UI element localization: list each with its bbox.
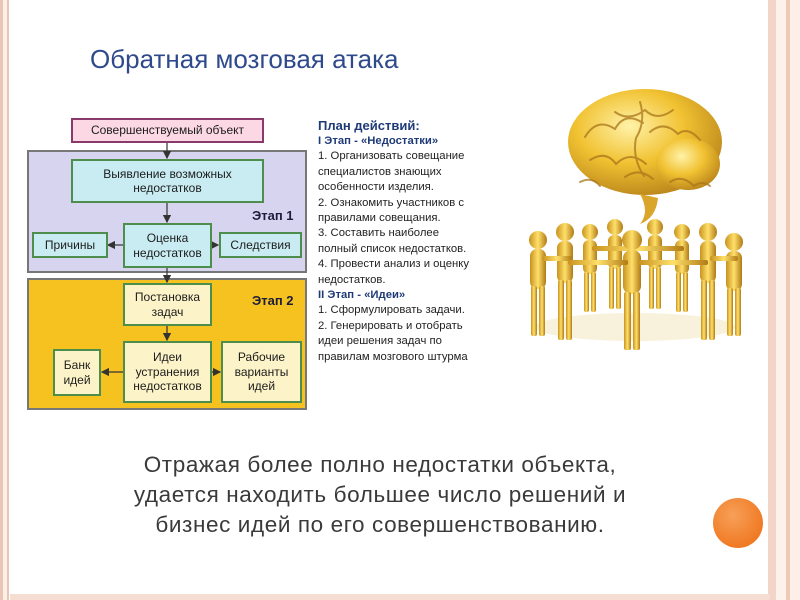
golden-brain-icon [568,89,722,224]
box-elimination-ideas: Идеи устранения недостатков [123,341,212,403]
plan-stage1-item: 4. Провести анализ и оценку недостатков. [318,258,470,286]
slide-title: Обратная мозговая атака [90,44,399,74]
box-improved-object: Совершенствуемый объект [71,118,264,143]
slide-frame-right [764,0,800,600]
box-task-statement: Постановка задач [123,283,212,326]
plan-stage2-title: II Этап - «Идеи» [318,289,406,302]
plan-stage1-item: 1. Организовать совещание специалистов з… [318,150,465,194]
plan-stage2-item: 1. Сформулировать задачи. [318,304,465,317]
stage1-label: Этап 1 [252,208,294,223]
decorative-orange-circle-icon [713,498,763,548]
box-idea-bank: Банк идей [53,349,101,396]
box-evaluate-shortcomings: Оценка недостатков [123,223,212,268]
slide-frame-bottom [10,594,770,600]
box-effects: Следствия [219,232,302,258]
plan-stage1-title: I Этап - «Недостатки» [318,135,439,147]
plan-stage2-item: 2. Генерировать и отобрать идеи решения … [318,319,468,363]
people-circle-icon [529,219,743,350]
plan-heading: План действий: [318,118,420,133]
stage2-label: Этап 2 [252,293,294,308]
plan-stage1-item: 2. Ознакомить участников с правилами сов… [318,196,465,225]
action-plan: План действий: I Этап - «Недостатки» 1. … [318,118,503,365]
plan-stage1-item: 3. Составить наиболее полный список недо… [318,227,467,255]
box-identify-shortcomings: Выявление возможных недостатков [71,159,264,203]
slide-body-text: Отражая более полно недостатки объекта, … [133,452,627,537]
brain-people-illustration-icon [529,89,743,350]
box-causes: Причины [32,232,108,258]
box-working-variants: Рабочие варианты идей [221,341,302,403]
slide-frame-left [0,0,14,600]
